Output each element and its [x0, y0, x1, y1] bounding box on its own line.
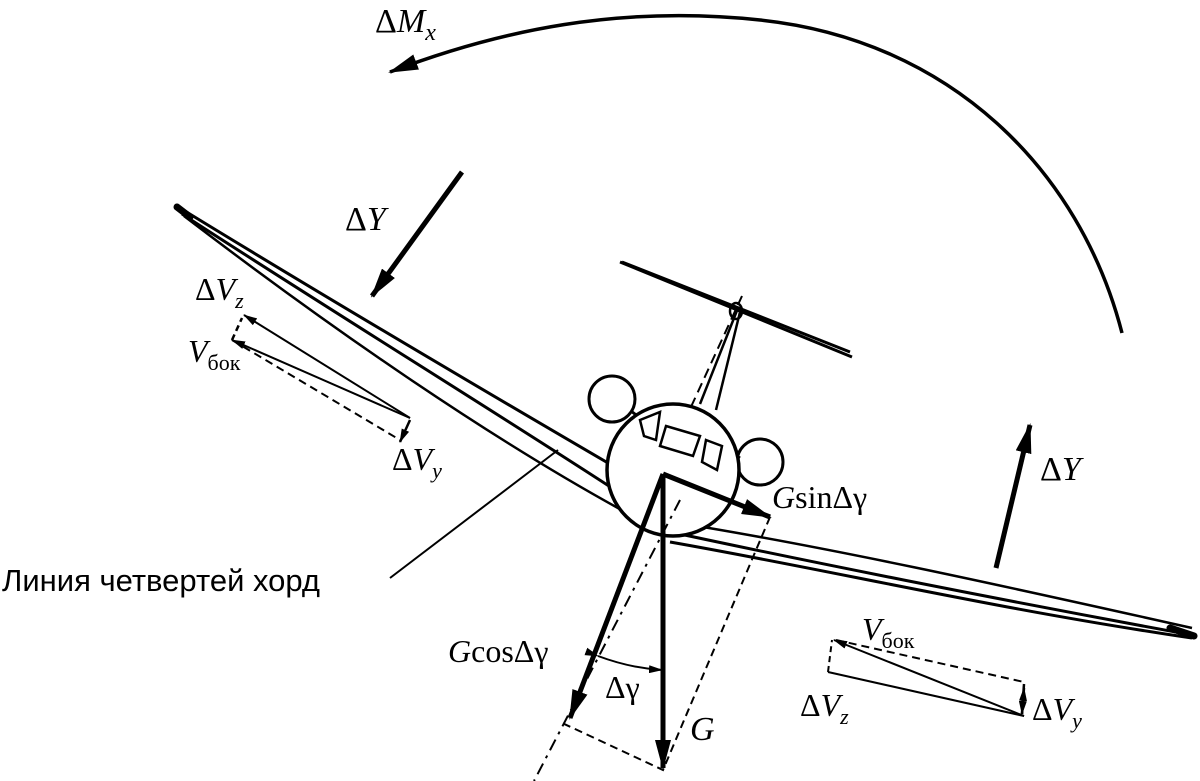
label-vbok-left: Vбок — [188, 333, 241, 375]
gsin-vector — [662, 471, 772, 520]
label-gcos: GcosΔγ — [448, 633, 548, 669]
cockpit-windows — [638, 410, 724, 472]
label-moment: ΔMx — [375, 3, 436, 46]
gamma-arc — [584, 647, 663, 674]
label-quarter-chord: Линия четвертей хорд — [2, 563, 320, 598]
label-lift-left: ΔY — [345, 201, 389, 238]
lift-arrow-right — [993, 423, 1033, 569]
gcos-vector — [567, 473, 666, 720]
lift-arrow-left — [369, 170, 465, 298]
label-lift-right: ΔY — [1040, 451, 1084, 488]
fuselage — [605, 402, 741, 538]
label-weight: G — [690, 711, 715, 748]
engine-left — [587, 374, 637, 424]
wing — [173, 203, 1198, 640]
label-dvy-right: ΔVy — [1032, 691, 1082, 733]
label-dvz-right: ΔVz — [800, 687, 849, 729]
tail — [619, 260, 853, 471]
label-vbok-right: Vбок — [862, 611, 915, 653]
right-velocity-triangle — [827, 639, 1027, 717]
left-velocity-triangle — [230, 314, 412, 443]
force-vectors — [533, 471, 772, 781]
quarter-chord-leader — [389, 449, 559, 579]
label-gamma: Δγ — [605, 669, 640, 705]
moment-arc — [388, 13, 1124, 334]
label-dvy-left: ΔVy — [392, 441, 442, 483]
label-dvz-left: ΔVz — [195, 271, 244, 313]
label-gsin: GsinΔγ — [772, 479, 867, 515]
